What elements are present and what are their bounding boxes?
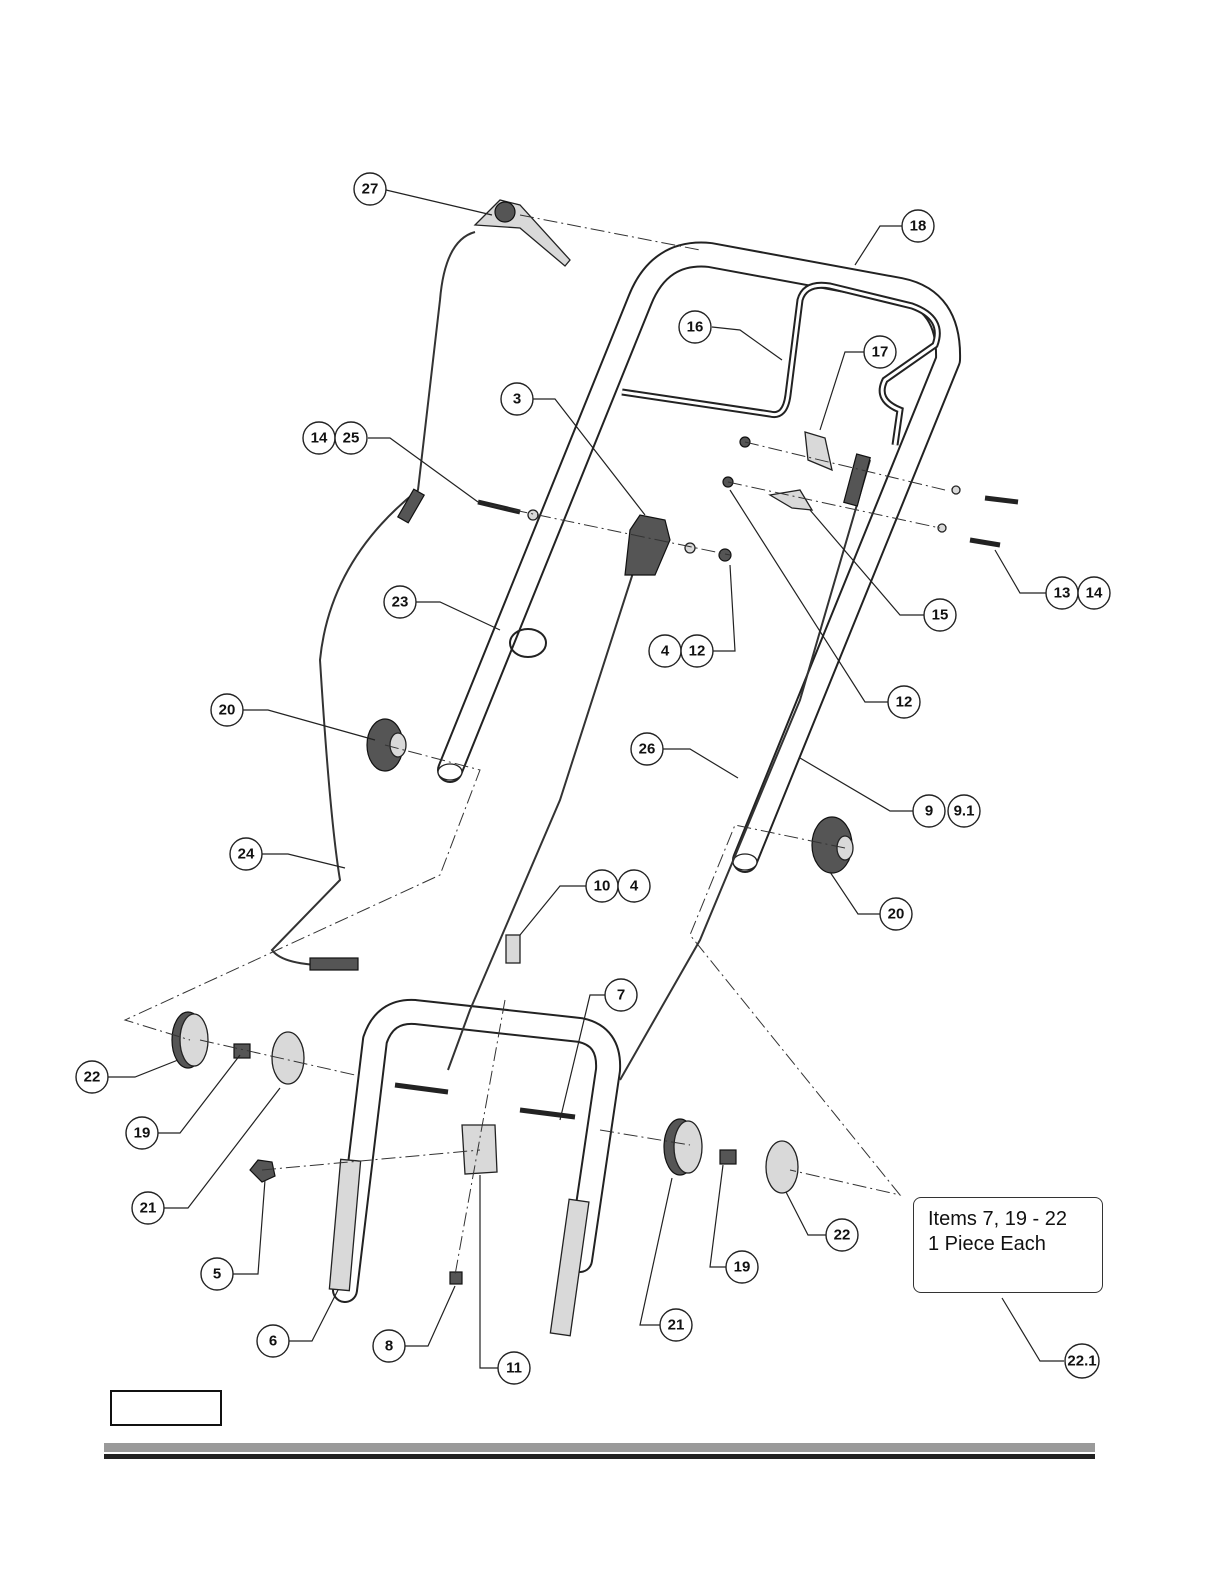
svg-text:7: 7 [617, 987, 625, 1004]
svg-text:26: 26 [639, 741, 656, 758]
svg-text:22.1: 22.1 [1067, 1353, 1096, 1370]
callout-20-right: 20 [880, 898, 912, 930]
wheel-right [664, 1119, 702, 1175]
callout-21-left: 21 [132, 1192, 164, 1224]
cable-tie [510, 629, 546, 657]
svg-text:22: 22 [84, 1069, 101, 1086]
control-housing [625, 515, 670, 575]
bracket-17 [805, 432, 832, 470]
callout-3: 3 [501, 383, 533, 415]
svg-text:17: 17 [872, 344, 889, 361]
callout-22-right: 22 [826, 1219, 858, 1251]
svg-text:23: 23 [392, 594, 409, 611]
callout-5: 5 [201, 1258, 233, 1290]
callout-18: 18 [902, 210, 934, 242]
svg-text:12: 12 [896, 694, 913, 711]
footer-rule [104, 1443, 1095, 1459]
svg-text:24: 24 [238, 846, 255, 863]
svg-text:14: 14 [1086, 585, 1103, 602]
callout-22-1: 22.1 [1065, 1344, 1099, 1378]
svg-text:4: 4 [630, 878, 639, 895]
svg-text:15: 15 [932, 607, 949, 624]
callout-27: 27 [354, 173, 386, 205]
svg-text:12: 12 [689, 643, 706, 660]
svg-text:27: 27 [362, 181, 379, 198]
svg-text:19: 19 [734, 1259, 751, 1276]
svg-text:14: 14 [311, 430, 328, 447]
svg-text:19: 19 [134, 1125, 151, 1142]
callout-14-left: 14 [303, 422, 335, 454]
svg-text:20: 20 [219, 702, 236, 719]
svg-text:11: 11 [506, 1360, 522, 1377]
svg-text:20: 20 [888, 906, 905, 923]
svg-text:4: 4 [661, 643, 670, 660]
knob-21-left [272, 1032, 304, 1084]
callout-15: 15 [924, 599, 956, 631]
callout-23: 23 [384, 586, 416, 618]
svg-text:21: 21 [668, 1317, 685, 1334]
svg-text:9.1: 9.1 [954, 803, 975, 820]
callout-11: 11 [498, 1352, 530, 1384]
callout-26: 26 [631, 733, 663, 765]
callout-10: 10 [586, 870, 618, 902]
callout-16: 16 [679, 311, 711, 343]
callout-24: 24 [230, 838, 262, 870]
note-box: Items 7, 19 - 22 1 Piece Each [913, 1197, 1103, 1293]
callout-22-left: 22 [76, 1061, 108, 1093]
bracket-11 [462, 1125, 497, 1174]
callout-4-upper: 4 [649, 635, 681, 667]
callout-9: 9 [913, 795, 945, 827]
svg-text:8: 8 [385, 1338, 393, 1355]
svg-text:25: 25 [343, 430, 360, 447]
svg-text:3: 3 [513, 391, 521, 408]
svg-text:10: 10 [594, 878, 611, 895]
svg-text:22: 22 [834, 1227, 851, 1244]
callout-17: 17 [864, 336, 896, 368]
callout-13: 13 [1046, 577, 1078, 609]
callout-19-left: 19 [126, 1117, 158, 1149]
note-line-2: 1 Piece Each [928, 1232, 1088, 1257]
callout-25: 25 [335, 422, 367, 454]
bracket-15 [770, 490, 812, 510]
svg-text:13: 13 [1054, 585, 1071, 602]
svg-text:21: 21 [140, 1200, 157, 1217]
callout-6: 6 [257, 1325, 289, 1357]
callout-21-right: 21 [660, 1309, 692, 1341]
throttle-lever [475, 200, 570, 266]
svg-text:18: 18 [910, 218, 927, 235]
callout-14-right: 14 [1078, 577, 1110, 609]
knob-22-right [766, 1141, 798, 1193]
callout-19-right: 19 [726, 1251, 758, 1283]
callout-9-1: 9.1 [948, 795, 980, 827]
svg-text:6: 6 [269, 1333, 277, 1350]
svg-text:9: 9 [925, 803, 933, 820]
callout-4-lower: 4 [618, 870, 650, 902]
nut-8 [450, 1272, 462, 1284]
note-line-1: Items 7, 19 - 22 [928, 1207, 1088, 1232]
page-label-box [110, 1390, 222, 1426]
callout-12-upper: 12 [681, 635, 713, 667]
callout-7: 7 [605, 979, 637, 1011]
svg-text:16: 16 [687, 319, 704, 336]
nut-5 [250, 1160, 275, 1182]
callout-20-left: 20 [211, 694, 243, 726]
svg-text:5: 5 [213, 1266, 221, 1283]
callout-12-lower: 12 [888, 686, 920, 718]
throttle-cable [272, 232, 475, 965]
callout-8: 8 [373, 1330, 405, 1362]
